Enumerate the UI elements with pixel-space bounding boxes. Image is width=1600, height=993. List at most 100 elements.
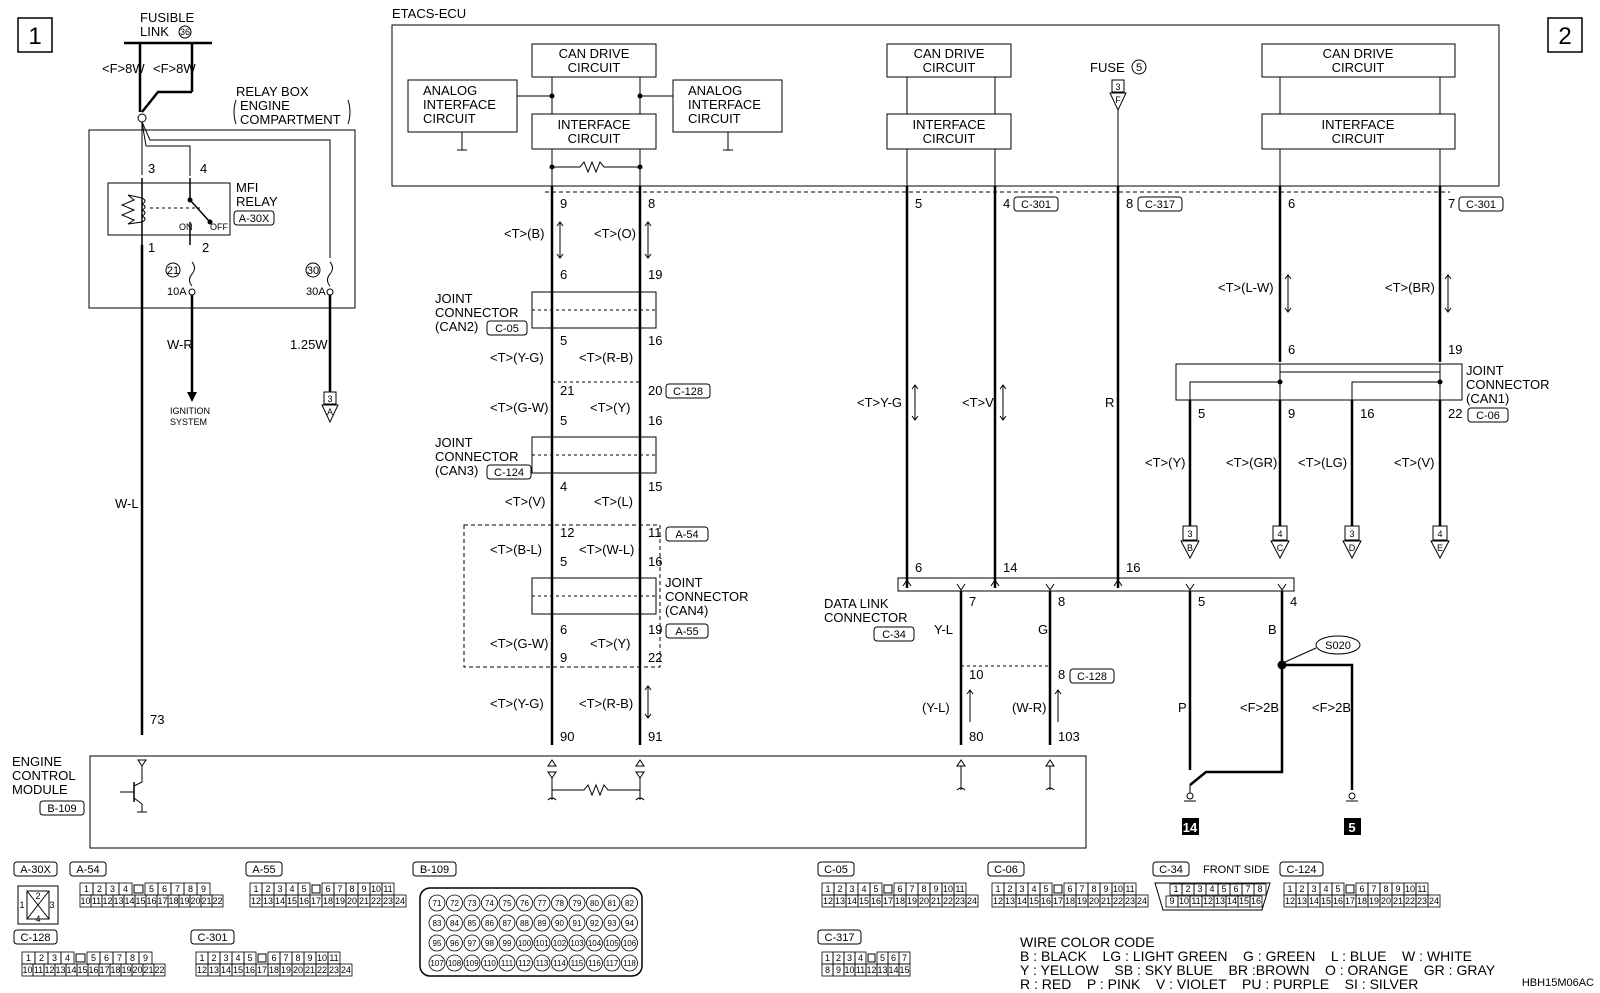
svg-text:A-54: A-54 (76, 864, 99, 876)
svg-text:2: 2 (211, 953, 216, 963)
svg-text:9: 9 (560, 196, 567, 211)
svg-text:17: 17 (1053, 896, 1063, 906)
svg-text:23: 23 (955, 896, 965, 906)
svg-text:INTERFACE: INTERFACE (913, 117, 986, 132)
svg-text:11: 11 (92, 896, 101, 906)
svg-text:18: 18 (168, 896, 178, 906)
svg-text:12: 12 (1285, 896, 1295, 906)
svg-text:11: 11 (329, 953, 338, 963)
svg-text:77: 77 (538, 899, 547, 908)
svg-text:15: 15 (1239, 896, 1249, 906)
svg-text:12: 12 (102, 896, 112, 906)
svg-text:15: 15 (135, 896, 145, 906)
wire-color-row: Y : YELLOW SB : SKY BLUE BR :BROWN O : O… (1020, 962, 1496, 978)
svg-text:<T>(GR): <T>(GR) (1226, 455, 1277, 470)
svg-text:CONNECTOR: CONNECTOR (824, 610, 908, 625)
svg-text:<T>V: <T>V (962, 395, 994, 410)
svg-text:6: 6 (1233, 884, 1238, 894)
svg-text:22: 22 (371, 896, 381, 906)
svg-text:C-317: C-317 (825, 932, 855, 944)
svg-text:13: 13 (263, 896, 273, 906)
svg-text:21: 21 (560, 383, 574, 398)
svg-text:8: 8 (825, 965, 830, 975)
svg-text:22: 22 (212, 896, 222, 906)
svg-text:19: 19 (1077, 896, 1087, 906)
svg-text:12: 12 (560, 525, 574, 540)
svg-text:6: 6 (1288, 342, 1295, 357)
svg-text:11: 11 (1417, 884, 1426, 894)
svg-text:21: 21 (305, 965, 315, 975)
svg-text:93: 93 (608, 919, 617, 928)
svg-text:A-54: A-54 (675, 529, 698, 541)
svg-text:14: 14 (66, 965, 76, 975)
svg-text:7: 7 (1371, 884, 1376, 894)
svg-text:72: 72 (450, 899, 459, 908)
connector-label: C-124 (1279, 861, 1324, 877)
svg-text:8: 8 (921, 884, 926, 894)
svg-text:10: 10 (969, 667, 983, 682)
svg-text:10: 10 (1405, 884, 1415, 894)
svg-text:8: 8 (1126, 196, 1133, 211)
svg-text:W-R: W-R (167, 337, 193, 352)
svg-text:<F>2B: <F>2B (1312, 700, 1351, 715)
svg-text:5: 5 (149, 884, 154, 894)
svg-text:16: 16 (1041, 896, 1051, 906)
svg-text:19: 19 (907, 896, 917, 906)
svg-text:3: 3 (1019, 884, 1024, 894)
svg-text:4: 4 (560, 479, 567, 494)
svg-text:14: 14 (1309, 896, 1319, 906)
svg-text:16: 16 (1360, 406, 1374, 421)
svg-text:<T>(BR): <T>(BR) (1385, 280, 1435, 295)
svg-text:<T>Y-G: <T>Y-G (857, 395, 902, 410)
svg-text:19: 19 (335, 896, 345, 906)
svg-text:C-34: C-34 (882, 629, 906, 641)
svg-text:4: 4 (1437, 529, 1442, 539)
svg-text:E: E (1437, 543, 1443, 553)
svg-text:2: 2 (39, 953, 44, 963)
svg-text:24: 24 (967, 896, 977, 906)
svg-text:18: 18 (1357, 896, 1367, 906)
svg-text:20: 20 (190, 896, 200, 906)
bidirectional-arrows (556, 221, 1452, 722)
middle-wires: <T>Y-G <T>V R 6 14 16 (857, 186, 1140, 588)
svg-text:103: 103 (570, 939, 584, 948)
wire-color-row: B : BLACK LG : LIGHT GREEN G : GREEN L :… (1020, 948, 1472, 964)
svg-text:14: 14 (275, 896, 285, 906)
svg-text:2: 2 (1185, 884, 1190, 894)
svg-text:30A: 30A (306, 286, 326, 298)
svg-text:16: 16 (871, 896, 881, 906)
svg-text:20: 20 (132, 965, 142, 975)
svg-text:13: 13 (55, 965, 65, 975)
connector-label: A-54 (69, 861, 107, 877)
svg-text:5: 5 (1136, 62, 1142, 74)
svg-text:74: 74 (485, 899, 494, 908)
svg-text:8: 8 (1257, 884, 1262, 894)
svg-text:JOINT: JOINT (665, 575, 703, 590)
svg-text:P: P (1178, 700, 1187, 715)
svg-text:<T>(W-L): <T>(W-L) (579, 542, 634, 557)
svg-text:12: 12 (823, 896, 833, 906)
svg-text:CIRCUIT: CIRCUIT (568, 131, 621, 146)
svg-text:(CAN2): (CAN2) (435, 319, 478, 334)
fuses-left: 21 10A 30 30A (165, 261, 334, 298)
output-connector: 4C (1270, 525, 1290, 560)
svg-text:CIRCUIT: CIRCUIT (688, 111, 741, 126)
svg-text:C-34: C-34 (1159, 864, 1183, 876)
svg-text:4: 4 (200, 161, 207, 176)
svg-text:15: 15 (859, 896, 869, 906)
svg-text:CIRCUIT: CIRCUIT (1332, 60, 1385, 75)
svg-text:5: 5 (560, 554, 567, 569)
c34-outline (1154, 882, 1271, 911)
svg-text:90: 90 (560, 729, 574, 744)
svg-text:MFI: MFI (236, 180, 258, 195)
svg-text:16: 16 (648, 554, 662, 569)
svg-text:107: 107 (430, 959, 444, 968)
svg-text:20: 20 (919, 896, 929, 906)
svg-text:8: 8 (648, 196, 655, 211)
svg-text:11: 11 (856, 965, 865, 975)
